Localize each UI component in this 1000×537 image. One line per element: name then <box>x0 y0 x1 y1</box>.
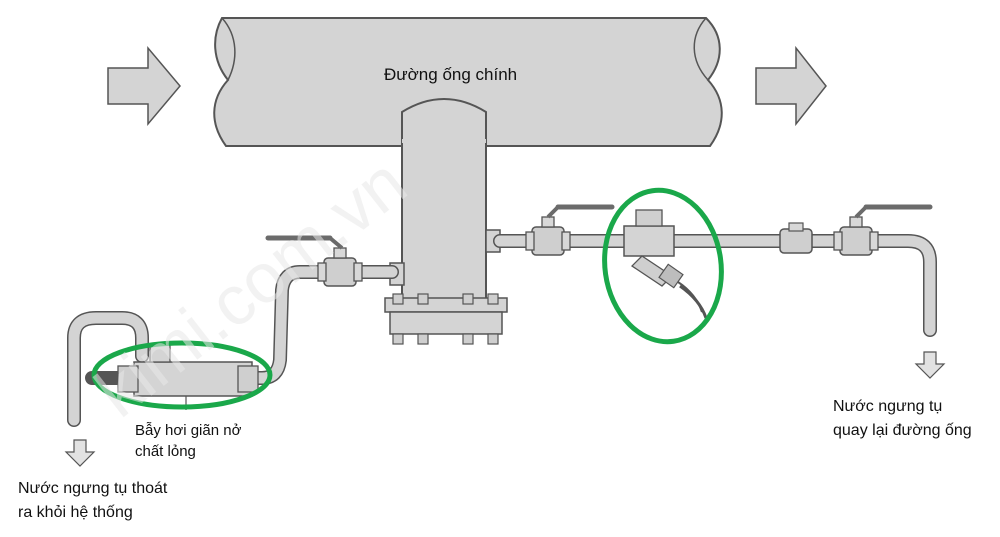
flow-in-arrow <box>107 45 181 127</box>
highlight-ring-trap <box>91 340 273 410</box>
right-isolation-valve-2 <box>833 204 933 256</box>
blowdown-flange <box>384 293 508 345</box>
main-pipe-label: Đường ống chính <box>384 65 518 84</box>
drip-leg <box>389 98 501 301</box>
flow-out-arrow <box>755 45 827 127</box>
left-isolation-valve <box>265 235 363 287</box>
trap-label-line1: Bẫy hơi giãn nở <box>135 422 242 439</box>
right-outlet-line2: quay lại đường ống <box>833 422 972 439</box>
left-outlet-line2: ra khỏi hệ thống <box>18 504 133 521</box>
right-isolation-valve-1 <box>525 204 615 256</box>
trap-label: Bẫy hơi giãn nở chất lỏng <box>135 420 241 462</box>
main-pipe <box>213 17 723 147</box>
right-branch-pipe <box>493 234 937 337</box>
strainer-trap <box>623 209 708 319</box>
right-outlet-label: Nước ngưng tụ quay lại đường ống <box>833 395 972 443</box>
left-outlet-label: Nước ngưng tụ thoát ra khỏi hệ thống <box>18 477 167 525</box>
drain-arrow-right <box>914 351 946 379</box>
highlight-ring-strainer <box>602 187 724 345</box>
drain-arrow-left <box>64 439 96 467</box>
left-outlet-line1: Nước ngưng tụ thoát <box>18 480 168 497</box>
check-valve <box>779 222 813 254</box>
right-outlet-line1: Nước ngưng tụ <box>833 398 943 415</box>
liquid-expansion-trap <box>117 343 259 410</box>
trap-label-line2: chất lỏng <box>135 443 196 460</box>
